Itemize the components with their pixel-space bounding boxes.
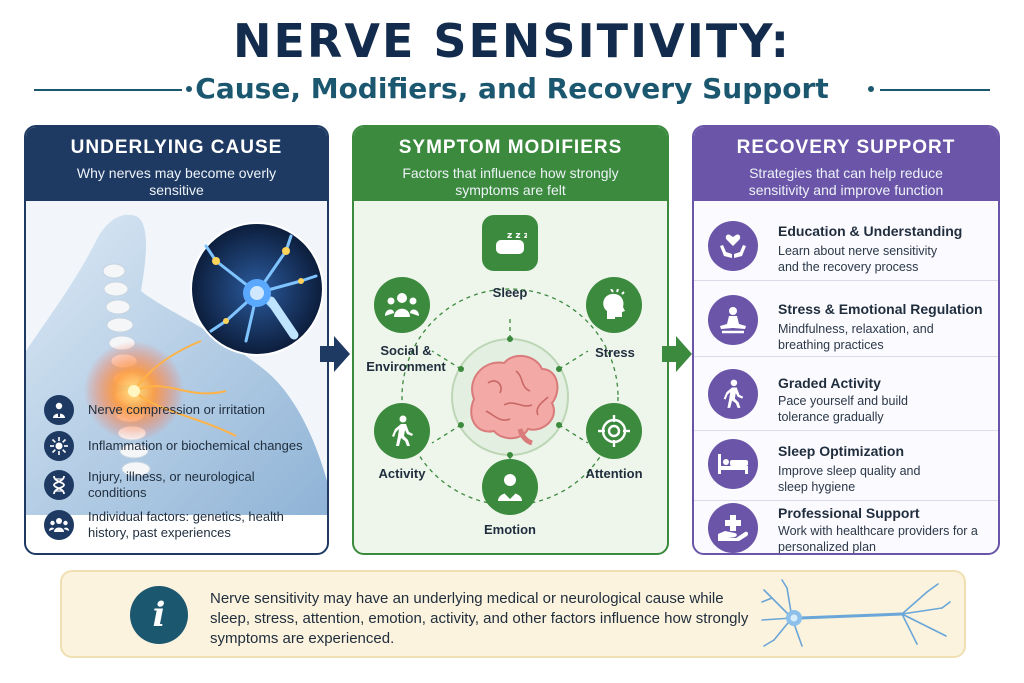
recovery-item-professional: Professional Support Work with healthcar…	[694, 495, 998, 554]
recovery-item-stress: Stress & Emotional Regulation Mindfulnes…	[694, 287, 998, 357]
subtitle-rule-dot-left	[186, 86, 192, 92]
cause-item-compression: Nerve compression or irritation	[44, 395, 314, 425]
recovery-title: Sleep Optimization	[778, 443, 905, 459]
modifier-label-sleep: Sleep	[492, 285, 528, 300]
arrow-right-icon	[320, 336, 350, 372]
modifier-network	[401, 288, 619, 506]
modifier-label-social: Social & Environment	[366, 343, 446, 374]
info-callout: i Nerve sensitivity may have an underlyi…	[60, 570, 966, 658]
sleep-icon: z z z	[482, 215, 538, 271]
svg-text:z z z: z z z	[507, 231, 527, 241]
recovery-item-education: Education & Understanding Learn about ne…	[694, 211, 998, 281]
panel-underlying-cause: UNDERLYING CAUSE Why nerves may become o…	[24, 125, 329, 555]
recovery-desc: Learn about nerve sensitivity and the re…	[778, 244, 938, 274]
recovery-title: Stress & Emotional Regulation	[778, 301, 983, 317]
cause-item-inflammation: Inflammation or biochemical changes	[44, 431, 314, 461]
cause-text: Inflammation or biochemical changes	[88, 438, 303, 453]
panel-title: RECOVERY SUPPORT	[736, 137, 956, 158]
recovery-title: Education & Understanding	[778, 223, 963, 239]
attention-icon	[586, 403, 642, 459]
recovery-title: Graded Activity	[778, 375, 881, 391]
panel-recovery-support: RECOVERY SUPPORT Strategies that can hel…	[692, 125, 1000, 555]
panel-subtitle: Why nerves may become overly sensitive	[76, 165, 277, 198]
cause-items: Nerve compression or irritation Inflamma…	[26, 393, 327, 553]
info-text: Nerve sensitivity may have an underlying…	[210, 590, 749, 647]
modifier-label-attention: Attention	[585, 466, 643, 481]
social-icon	[374, 277, 430, 333]
info-icon: i	[130, 586, 188, 644]
recovery-desc: Mindfulness, relaxation, and breathing p…	[778, 322, 934, 352]
panel-symptom-modifiers: SYMPTOM MODIFIERS Factors that influence…	[352, 125, 669, 555]
panel-header: SYMPTOM MODIFIERS Factors that influence…	[354, 127, 667, 201]
arrow-right-icon	[662, 336, 692, 372]
walking-icon	[708, 369, 758, 419]
people-icon	[44, 510, 74, 540]
cause-text: Individual factors: genetics, health his…	[88, 509, 284, 540]
brain-icon	[470, 354, 559, 446]
modifier-label-activity: Activity	[378, 466, 426, 481]
recovery-desc: Pace yourself and build tolerance gradua…	[778, 394, 908, 424]
neuron-icon	[761, 579, 951, 647]
activity-icon	[374, 403, 430, 459]
doctor-icon	[44, 395, 74, 425]
dna-icon	[44, 470, 74, 500]
recovery-item-activity: Graded Activity Pace yourself and build …	[694, 361, 998, 431]
care-hand-icon	[708, 503, 758, 553]
subtitle-rule-left	[34, 89, 182, 91]
panel-subtitle: Strategies that can help reduce sensitiv…	[748, 165, 944, 198]
modifier-label-stress: Stress	[595, 345, 635, 360]
page-subtitle: Cause, Modifiers, and Recovery Support	[195, 72, 829, 105]
panel-title: SYMPTOM MODIFIERS	[398, 137, 623, 158]
emotion-icon	[482, 459, 538, 515]
heart-hands-icon	[708, 221, 758, 271]
modifier-label-emotion: Emotion	[484, 522, 536, 537]
panel-title: UNDERLYING CAUSE	[70, 137, 283, 158]
cause-item-injury: Injury, illness, or neurological conditi…	[44, 469, 314, 501]
recovery-title: Professional Support	[778, 505, 920, 521]
subtitle-rule-right	[880, 89, 990, 91]
recovery-item-sleep: Sleep Optimization Improve sleep quality…	[694, 431, 998, 501]
recovery-desc: Improve sleep quality and sleep hygiene	[778, 464, 921, 494]
meditation-icon	[708, 295, 758, 345]
spine-neuron-illustration	[26, 201, 327, 515]
recovery-desc: Work with healthcare providers for a per…	[778, 524, 978, 554]
stress-icon	[586, 277, 642, 333]
panel-subtitle: Factors that influence how strongly symp…	[402, 165, 619, 198]
page-title: NERVE SENSITIVITY:	[233, 14, 791, 68]
panel-header: RECOVERY SUPPORT Strategies that can hel…	[694, 127, 998, 201]
bed-icon	[708, 439, 758, 489]
subtitle-rule-dot-right	[868, 86, 874, 92]
cause-text: Nerve compression or irritation	[88, 402, 266, 417]
panel-header: UNDERLYING CAUSE Why nerves may become o…	[26, 127, 327, 201]
cause-item-individual: Individual factors: genetics, health his…	[44, 509, 314, 541]
inflammation-icon	[44, 431, 74, 461]
cause-text: Injury, illness, or neurological conditi…	[88, 469, 255, 500]
